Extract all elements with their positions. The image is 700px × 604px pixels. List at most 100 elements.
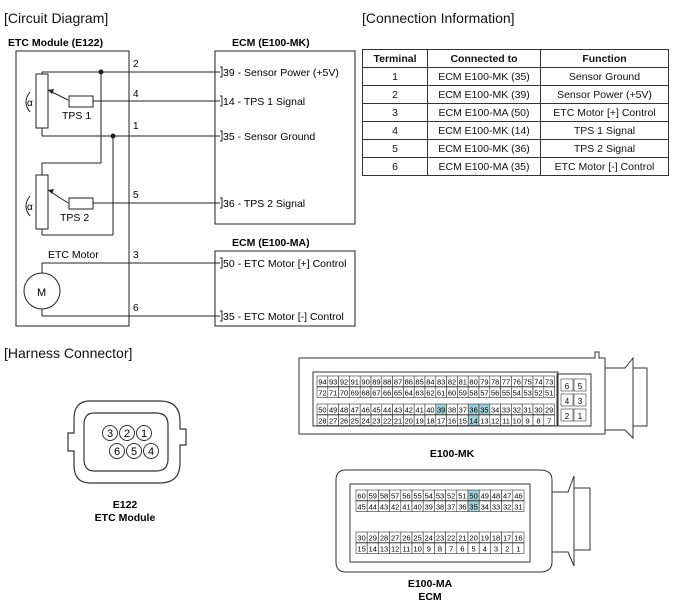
e100-mk-pin: 42 [405,406,413,415]
e100-mk-pin-cell [543,386,555,398]
e100-ma-pin: 34 [481,503,489,512]
e100-mk-pin: 34 [491,406,499,415]
e122-pin-circle [136,425,152,441]
etc-module-title: ETC Module (E122) [8,37,103,49]
e100-ma-pin: 11 [403,545,411,554]
e100-ma-pin: 9 [427,545,431,554]
ecm-mk-box [214,50,356,225]
e100-mk-pin: 25 [351,417,359,426]
wire-number: 4 [133,89,139,100]
e100-mk-pin: 70 [340,389,348,398]
e100-ma-pin: 1 [516,545,520,554]
e122-pin-circle [143,443,159,459]
e100-mk-pin: 44 [383,406,391,415]
e100-mk-pin: 79 [480,378,488,387]
ecm-mk-pin-35: 35 - Sensor Ground [223,131,315,143]
e100-ma-pin: 30 [357,534,365,543]
table-cell: 5 [362,139,428,158]
ecm-mk-pin-36: 36 - TPS 2 Signal [223,198,305,210]
e100-mk-pin: 20 [405,417,413,426]
e100-mk-pin: 14 [469,417,477,426]
etc-motor: ETC Motor M [23,249,220,317]
e100-ma-pin: 26 [402,534,410,543]
e100-ma-pin: 22 [447,534,455,543]
ecm-ma-box [214,250,356,327]
e100-ma-pin: 7 [449,545,453,554]
e100-mk-pin: 78 [491,378,499,387]
e100-ma-sublabel: ECM [418,591,442,603]
e100-mk-pin: 35 [480,406,488,415]
circuit-diagram-heading: [Circuit Diagram] [4,10,109,26]
table-cell: TPS 2 Signal [540,139,669,158]
e100-mk-pin: 27 [329,417,337,426]
e100-mk-pin: 67 [372,389,380,398]
etc-motor-label: ETC Motor [48,249,99,261]
e100-ma-pin: 52 [447,492,455,501]
e100-mk-pin: 55 [502,389,510,398]
e122-pin-label: 5 [131,446,137,458]
e100-mk-pin: 94 [318,378,326,387]
e122-pin-circle [126,443,142,459]
e100-ma-pin: 28 [380,534,388,543]
e100-ma-pin: 51 [458,492,466,501]
e100-mk-pin: 12 [491,417,499,426]
e100-mk-pin: 59 [459,389,467,398]
e100-mk-side-pin: 1 [578,412,583,421]
e100-ma-pin: 33 [492,503,500,512]
e122-pin-label: 2 [124,428,130,440]
e100-ma-pin: 29 [369,534,377,543]
e122-pin-label: 1 [141,428,147,440]
e100-mk-pin: 86 [405,378,413,387]
e100-ma-pin: 14 [369,545,377,554]
column-header: Function [540,49,669,68]
e100-ma-pin: 59 [369,492,377,501]
e100-mk-side-pin: 5 [578,382,583,391]
e100-ma-pin: 36 [458,503,466,512]
e100-mk-pin: 47 [351,406,359,415]
e122-pin-label: 6 [114,446,120,458]
e100-mk-pin: 15 [459,417,467,426]
wire-number: 3 [133,250,139,261]
wire-number: 1 [133,121,139,132]
e100-mk-side-pin-cell [560,378,574,392]
e100-ma-pin: 35 [469,503,477,512]
e100-mk-pin: 9 [526,417,530,426]
e100-mk-pin: 30 [534,406,542,415]
e100-mk-pin-cell [543,403,555,415]
e100-mk-pin: 83 [437,378,445,387]
e100-mk-pin: 81 [459,378,467,387]
e100-mk-side-pin: 4 [565,397,570,406]
e100-mk-label: E100-MK [430,448,475,460]
connection-info-heading: [Connection Information] [362,10,515,26]
e100-mk-pin: 50 [318,406,326,415]
e100-ma-pin: 43 [380,503,388,512]
e100-mk-pin: 66 [383,389,391,398]
e100-ma-pin: 17 [503,534,511,543]
e100-ma-pin: 53 [436,492,444,501]
e100-mk-pin: 16 [448,417,456,426]
e100-mk-pin: 75 [523,378,531,387]
e100-ma-pin: 18 [492,534,500,543]
tps1-alpha: α [27,98,33,109]
e100-ma-pin: 60 [357,492,365,501]
junction-dot [110,133,116,139]
e100-mk-side-pin: 2 [565,412,570,421]
e100-ma-label: E100-MA [408,578,453,590]
e100-ma-pin-cell [512,489,525,501]
e100-mk-pin: 87 [394,378,402,387]
tps2-sensor: α TPS 2 [25,162,220,236]
e100-ma-pin: 42 [391,503,399,512]
e100-ma-pin: 55 [413,492,421,501]
e100-mk-pin: 74 [534,378,542,387]
e100-mk-pin-cell [543,375,555,387]
e100-ma-pin: 48 [492,492,500,501]
table-header-row: Terminal Connected to Function [362,49,669,68]
e100-mk-side-pin-cell [560,393,574,407]
